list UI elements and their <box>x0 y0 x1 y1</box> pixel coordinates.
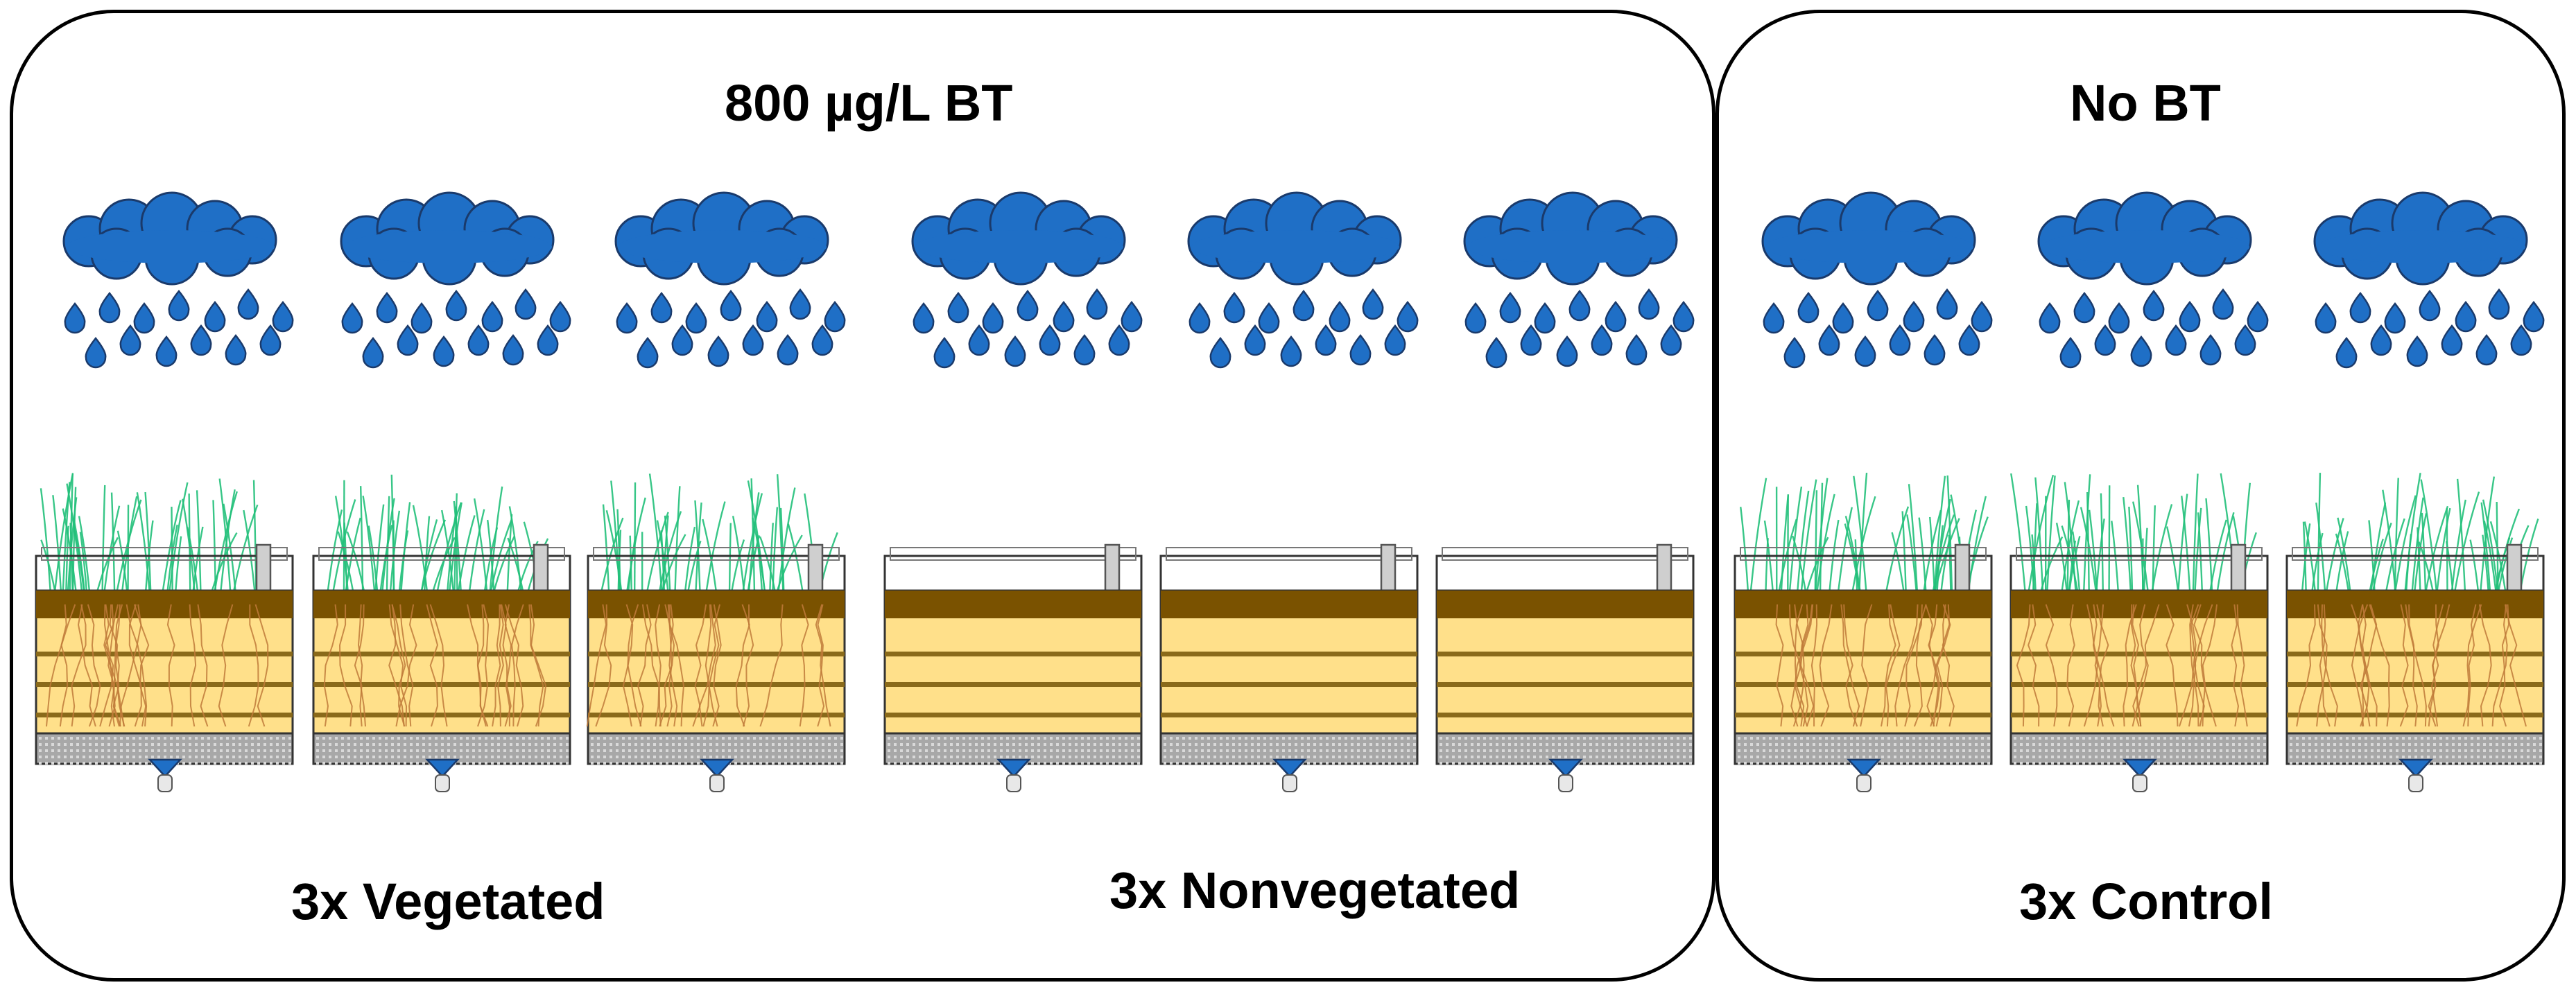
grass-plants-icon <box>2301 473 2539 591</box>
mesocosm-unit-control <box>2008 0 2285 832</box>
mesocosm-unit-vegetated <box>311 0 588 832</box>
drain-outlet-icon <box>1548 758 1583 792</box>
drain-outlet-icon <box>1272 758 1307 792</box>
soil-column <box>35 589 294 735</box>
drain-outlet-icon <box>1847 758 1881 792</box>
mesocosm-drawing <box>1734 191 1993 792</box>
mesocosm-drawing <box>2009 191 2269 792</box>
rain-drops-icon <box>1188 288 1419 369</box>
rain-drops-icon <box>1464 288 1695 369</box>
soil-column <box>1435 589 1695 735</box>
mesocosm-drawing <box>312 191 571 792</box>
drain-outlet-icon <box>2123 758 2157 792</box>
untreated-group-title: No BT <box>2070 74 2221 132</box>
gravel-layer <box>312 732 571 765</box>
grass-plants-icon <box>2010 473 2257 591</box>
treated-group-panel <box>10 10 1715 982</box>
rain-drops-icon <box>341 288 571 369</box>
rain-cloud-icon <box>614 191 829 286</box>
treated-group-title: 800 µg/L BT <box>725 74 1013 132</box>
drain-outlet-icon <box>148 758 182 792</box>
rain-cloud-icon <box>1187 191 1402 286</box>
mesocosm-unit-control <box>2284 0 2561 832</box>
mesocosm-unit-vegetated <box>33 0 311 832</box>
mesocosm-unit-vegetated <box>585 0 863 832</box>
rain-drops-icon <box>616 288 846 369</box>
gravel-layer <box>2285 732 2545 765</box>
gravel-layer <box>883 732 1143 765</box>
grass-plants-icon <box>600 473 838 591</box>
rain-cloud-icon <box>62 191 277 286</box>
mesocosm-drawing <box>2285 191 2545 792</box>
gravel-layer <box>35 732 294 765</box>
gravel-layer <box>1159 732 1419 765</box>
rain-drops-icon <box>2315 288 2545 369</box>
drain-outlet-icon <box>996 758 1031 792</box>
rain-drops-icon <box>64 288 294 369</box>
rain-cloud-icon <box>1463 191 1678 286</box>
drain-outlet-icon <box>425 758 460 792</box>
grass-plants-icon <box>327 474 549 591</box>
rain-drops-icon <box>913 288 1143 369</box>
mesocosm-drawing <box>586 191 846 792</box>
mesocosm-drawing <box>35 191 294 792</box>
mesocosm-unit-control <box>1732 0 2009 832</box>
soil-column <box>587 589 846 735</box>
rain-cloud-icon <box>1761 191 1976 286</box>
grass-plants-icon <box>1740 472 1989 591</box>
roots-icon <box>2016 604 2248 727</box>
mesocosm-drawing <box>1435 191 1695 792</box>
nonvegetated-treatment-label: 3x Nonvegetated <box>1109 862 1521 919</box>
rain-cloud-icon <box>2313 191 2528 286</box>
roots-icon <box>2296 604 2527 727</box>
mesocosm-unit-nonvegetated <box>1434 0 1711 832</box>
roots-icon <box>586 604 831 727</box>
drain-outlet-icon <box>2398 758 2433 792</box>
rain-cloud-icon <box>340 191 555 286</box>
grass-plants-icon <box>40 473 259 591</box>
vegetated-treatment-label: 3x Vegetated <box>291 873 605 930</box>
rain-cloud-icon <box>911 191 1126 286</box>
mesocosm-drawing <box>883 191 1143 792</box>
gravel-layer <box>587 732 846 765</box>
rain-cloud-icon <box>2037 191 2252 286</box>
mesocosm-unit-nonvegetated <box>1158 0 1435 832</box>
mesocosm-unit-nonvegetated <box>882 0 1159 832</box>
gravel-layer <box>2009 732 2269 765</box>
roots-icon <box>323 604 547 727</box>
rain-drops-icon <box>1763 288 1993 369</box>
roots-icon <box>1775 604 1955 727</box>
drain-outlet-icon <box>700 758 734 792</box>
soil-column <box>1159 589 1419 735</box>
control-treatment-label: 3x Control <box>2019 873 2273 930</box>
rain-drops-icon <box>2039 288 2269 369</box>
mesocosm-drawing <box>1159 191 1419 792</box>
soil-column <box>883 589 1143 735</box>
roots-icon <box>46 604 269 727</box>
